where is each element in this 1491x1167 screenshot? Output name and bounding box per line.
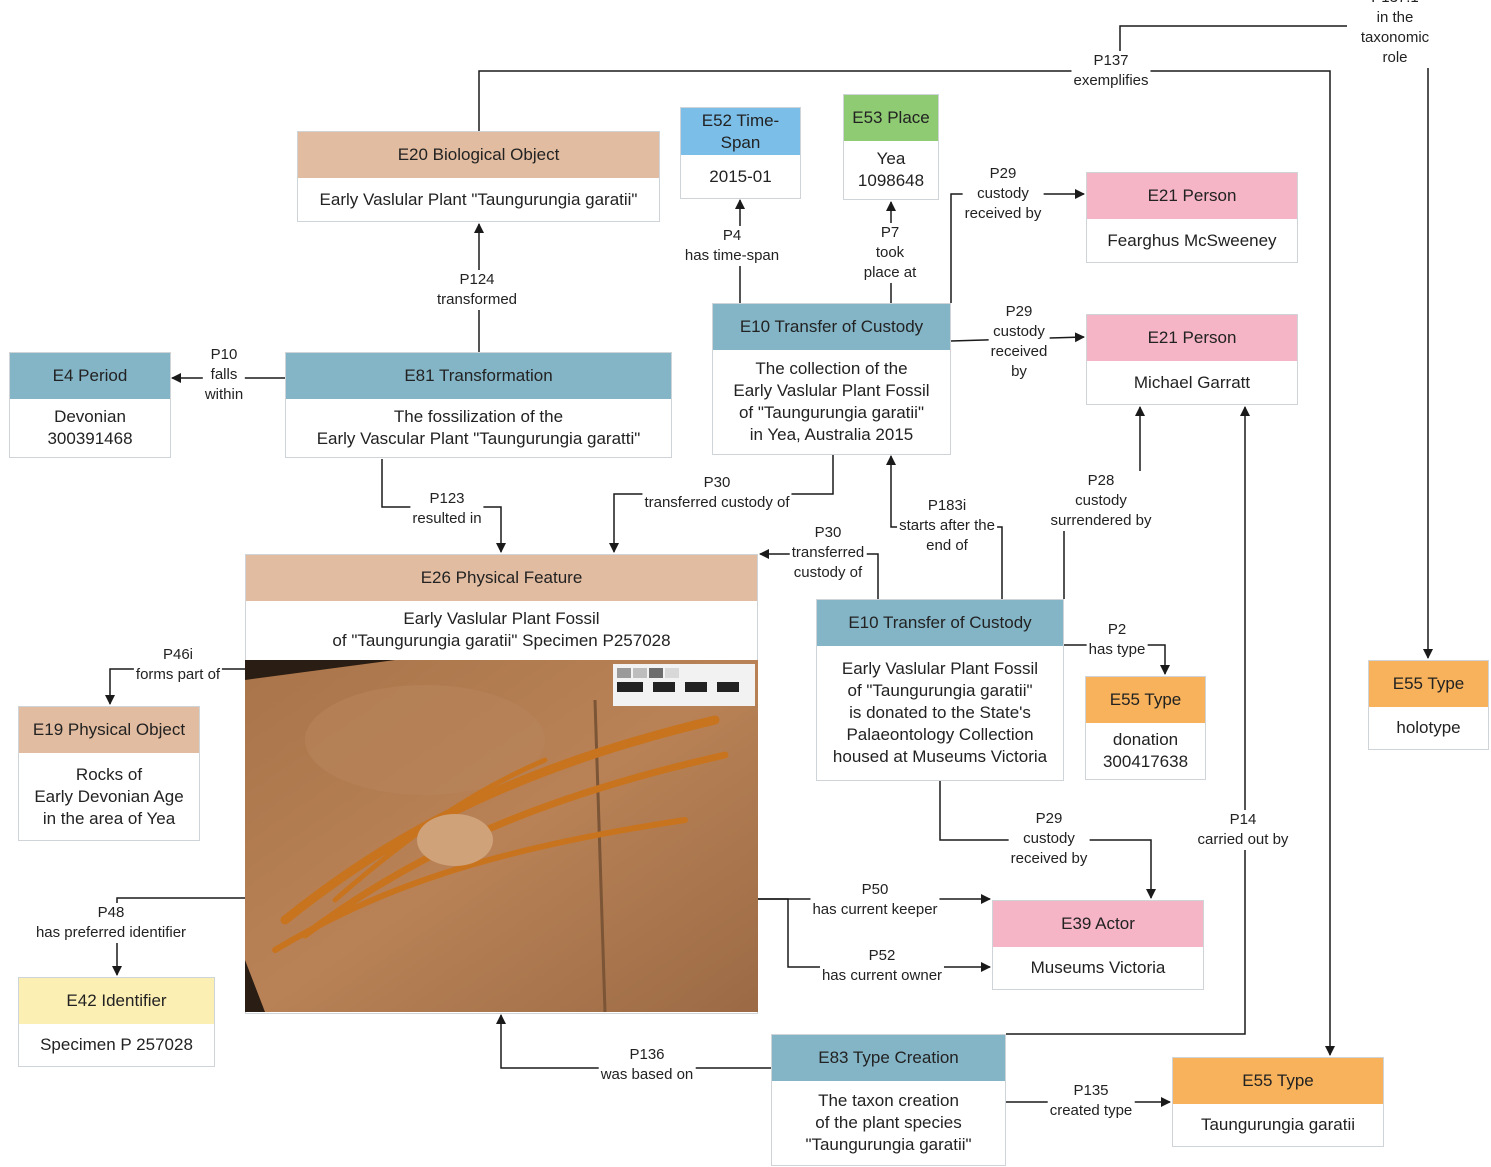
node-header: E10 Transfer of Custody	[817, 600, 1063, 646]
node-body: donation 300417638	[1102, 730, 1189, 771]
edge-label-p2: P2 has type	[1086, 620, 1148, 660]
node-e10-transfer-of-custody-1[interactable]: E10 Transfer of Custody The collection o…	[712, 303, 951, 455]
node-body: Early Vaslular Plant Fossil of "Taunguru…	[332, 609, 671, 650]
node-body: Museums Victoria	[1030, 958, 1166, 977]
node-body: Early Vaslular Plant Fossil of "Taunguru…	[832, 659, 1048, 766]
node-e55-type-donation[interactable]: E55 Type donation 300417638	[1085, 676, 1206, 780]
node-body: Specimen P 257028	[40, 1035, 193, 1054]
node-e21-person-1[interactable]: E21 Person Fearghus McSweeney	[1086, 172, 1298, 263]
edge-label-p183i: P183i starts after the end of	[897, 496, 997, 556]
node-body: Taungurungia garatii	[1200, 1115, 1356, 1134]
edge-label-p29-a: P29 custody received by	[962, 164, 1044, 224]
edge-label-p30-b: P30 transferred custody of	[789, 523, 867, 583]
node-e10-transfer-of-custody-2[interactable]: E10 Transfer of Custody Early Vaslular P…	[816, 599, 1064, 781]
node-body: The collection of the Early Vaslular Pla…	[733, 359, 930, 444]
node-body: Michael Garratt	[1133, 372, 1251, 392]
edge-label-p50: P50 has current keeper	[810, 880, 940, 920]
edge-p14	[1006, 406, 1250, 1035]
edge-label-p30-a: P30 transferred custody of	[642, 473, 792, 513]
edge-label-p136: P136 was based on	[598, 1045, 696, 1085]
node-header: E55 Type	[1173, 1058, 1383, 1104]
edge-label-p124: P124 transformed	[434, 270, 520, 310]
node-e52-time-span[interactable]: E52 Time- Span 2015-01	[680, 107, 801, 199]
fossil-specimen-photo	[245, 660, 758, 1012]
node-body: The fossilization of the Early Vascular …	[316, 407, 641, 448]
node-header: E55 Type	[1086, 677, 1205, 723]
edge-label-p29-c: P29 custody received by	[1008, 809, 1090, 869]
node-header: E83 Type Creation	[772, 1035, 1005, 1081]
node-e19-physical-object[interactable]: E19 Physical Object Rocks of Early Devon…	[18, 706, 200, 841]
node-header: E39 Actor	[993, 901, 1203, 947]
node-e39-actor[interactable]: E39 Actor Museums Victoria	[992, 900, 1204, 990]
node-header: E10 Transfer of Custody	[713, 304, 950, 350]
node-header: E19 Physical Object	[19, 707, 199, 753]
edge-label-p10: P10 falls within	[202, 345, 246, 405]
edge-p137	[478, 70, 1335, 1056]
node-body: Yea 1098648	[857, 149, 925, 190]
node-e20-biological-object[interactable]: E20 Biological Object Early Vaslular Pla…	[297, 131, 660, 222]
edge-label-p137-1: P137.1 in the taxonomic role	[1347, 0, 1443, 68]
edge-label-p14: P14 carried out by	[1195, 810, 1291, 850]
edge-label-p48: P48 has preferred identifier	[33, 903, 189, 943]
edge-label-p7: P7 took place at	[861, 223, 919, 283]
edge-p48	[112, 897, 245, 976]
node-header: E20 Biological Object	[298, 132, 659, 178]
node-header: E81 Transformation	[286, 353, 671, 399]
node-e83-type-creation[interactable]: E83 Type Creation The taxon creation of …	[771, 1034, 1006, 1166]
node-e55-type-holotype[interactable]: E55 Type holotype	[1368, 660, 1489, 750]
node-header: E26 Physical Feature	[246, 555, 757, 601]
edge-label-p123: P123 resulted in	[410, 489, 484, 529]
node-header: E21 Person	[1087, 173, 1297, 219]
edge-label-p29-b: P29 custody received by	[988, 302, 1050, 382]
node-e53-place[interactable]: E53 Place Yea 1098648	[843, 94, 939, 200]
edge-label-p46i: P46i forms part of	[133, 645, 223, 685]
node-body: Devonian 300391468	[47, 407, 133, 448]
node-e21-person-2[interactable]: E21 Person Michael Garratt	[1086, 314, 1298, 405]
edge-label-p28: P28 custody surrendered by	[1048, 471, 1154, 531]
node-header: E55 Type	[1369, 661, 1488, 707]
node-e55-type-taxon[interactable]: E55 Type Taungurungia garatii	[1172, 1057, 1384, 1147]
node-body: Early Vaslular Plant "Taungurungia garat…	[319, 189, 638, 209]
node-header: E4 Period	[10, 353, 170, 399]
node-body: holotype	[1396, 718, 1461, 737]
edge-label-p137: P137 exemplifies	[1071, 51, 1151, 91]
edge-label-p52: P52 has current owner	[819, 946, 945, 986]
node-e42-identifier[interactable]: E42 Identifier Specimen P 257028	[18, 977, 215, 1067]
node-header: E42 Identifier	[19, 978, 214, 1024]
node-body: The taxon creation of the plant species …	[805, 1091, 972, 1154]
edge-label-p135: P135 created type	[1047, 1081, 1135, 1121]
node-body: Fearghus McSweeney	[1107, 230, 1277, 250]
node-header: E21 Person	[1087, 315, 1297, 361]
edge-p137-1	[1119, 25, 1433, 659]
node-e4-period[interactable]: E4 Period Devonian 300391468	[9, 352, 171, 458]
edge-label-p4: P4 has time-span	[682, 226, 782, 266]
node-body: 2015-01	[709, 166, 772, 186]
node-body: Rocks of Early Devonian Age in the area …	[34, 764, 184, 828]
node-header: E53 Place	[844, 95, 938, 141]
node-e81-transformation[interactable]: E81 Transformation The fossilization of …	[285, 352, 672, 458]
node-header: E52 Time- Span	[681, 108, 800, 155]
